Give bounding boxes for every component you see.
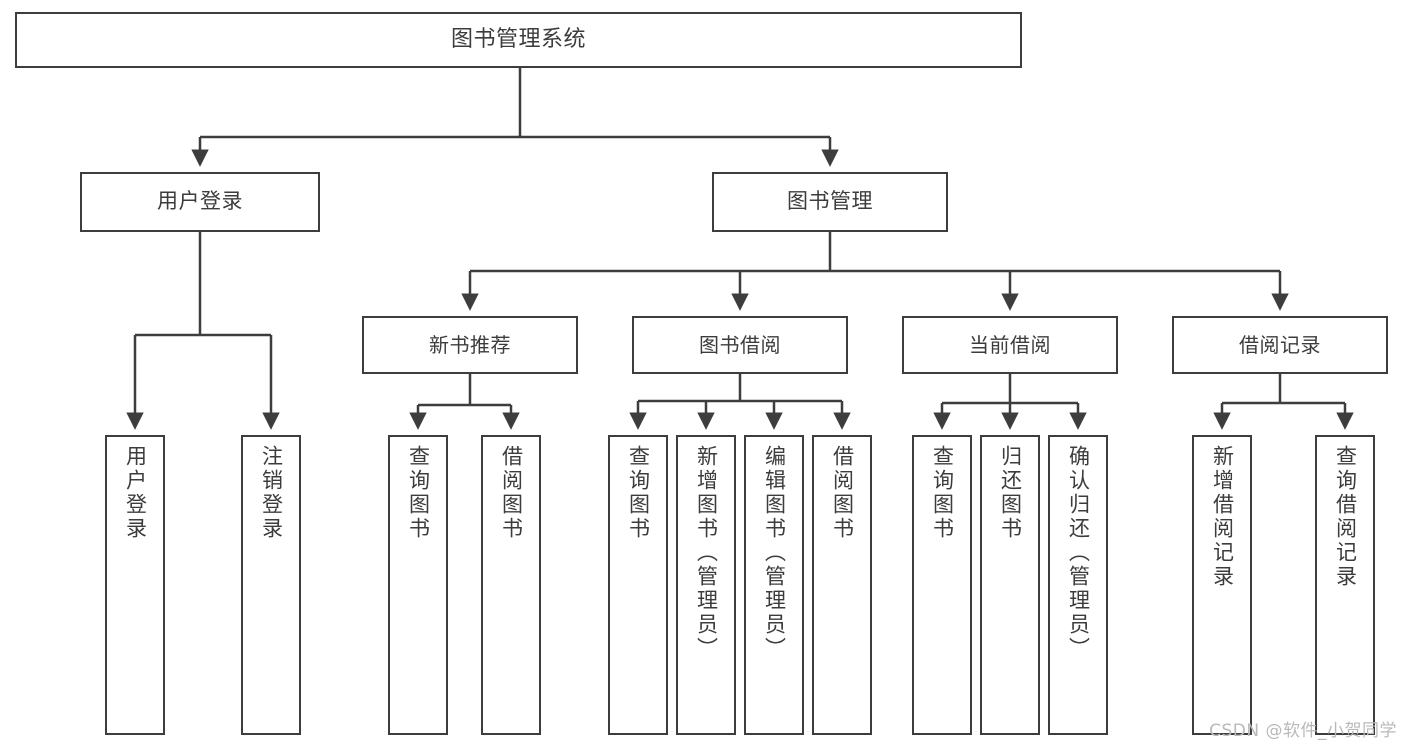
node-new-book-recommend[interactable]: 新书推荐	[362, 316, 578, 374]
node-leaf-return-book[interactable]: 归还图书	[980, 435, 1040, 735]
node-user-login[interactable]: 用户登录	[80, 172, 320, 232]
node-leaf-query-book-borrow[interactable]: 查询图书	[608, 435, 668, 735]
node-leaf-user-login[interactable]: 用户登录	[105, 435, 165, 735]
node-leaf-edit-book-admin[interactable]: 编辑图书（管理员）	[744, 435, 804, 735]
node-label: 新增图书（管理员）	[694, 445, 719, 661]
node-label: 新增借阅记录	[1210, 445, 1235, 589]
node-label: 归还图书	[998, 445, 1023, 541]
node-label: 查询图书	[626, 445, 651, 541]
node-leaf-logout-login[interactable]: 注销登录	[241, 435, 301, 735]
node-borrow-record[interactable]: 借阅记录	[1172, 316, 1388, 374]
node-leaf-borrow-book[interactable]: 借阅图书	[812, 435, 872, 735]
node-label: 借阅记录	[1239, 332, 1321, 357]
node-book-borrow[interactable]: 图书借阅	[632, 316, 848, 374]
node-label: 用户登录	[123, 445, 148, 541]
node-leaf-confirm-return-admin[interactable]: 确认归还（管理员）	[1048, 435, 1108, 735]
node-label: 图书借阅	[699, 332, 781, 357]
csdn-watermark: CSDN @软件_小贺同学	[1209, 721, 1397, 741]
node-label: 查询借阅记录	[1333, 445, 1358, 589]
node-root-book-management-system[interactable]: 图书管理系统	[15, 12, 1022, 68]
node-label: 图书管理	[787, 189, 873, 214]
node-label: 当前借阅	[969, 332, 1051, 357]
node-leaf-add-borrow-record[interactable]: 新增借阅记录	[1192, 435, 1252, 735]
node-label: 注销登录	[259, 445, 284, 541]
node-leaf-query-book-current[interactable]: 查询图书	[912, 435, 972, 735]
node-label: 图书管理系统	[450, 26, 586, 52]
node-book-management[interactable]: 图书管理	[712, 172, 948, 232]
node-label: 确认归还（管理员）	[1066, 445, 1091, 661]
node-current-borrow[interactable]: 当前借阅	[902, 316, 1118, 374]
node-label: 用户登录	[157, 189, 243, 214]
node-label: 编辑图书（管理员）	[762, 445, 787, 661]
node-label: 借阅图书	[499, 445, 524, 541]
node-leaf-query-book-recommend[interactable]: 查询图书	[388, 435, 448, 735]
node-label: 查询图书	[930, 445, 955, 541]
node-label: 查询图书	[406, 445, 431, 541]
node-label: 借阅图书	[830, 445, 855, 541]
node-leaf-add-book-admin[interactable]: 新增图书（管理员）	[676, 435, 736, 735]
node-leaf-borrow-book-recommend[interactable]: 借阅图书	[481, 435, 541, 735]
node-leaf-query-borrow-record[interactable]: 查询借阅记录	[1315, 435, 1375, 735]
node-label: 新书推荐	[429, 332, 511, 357]
